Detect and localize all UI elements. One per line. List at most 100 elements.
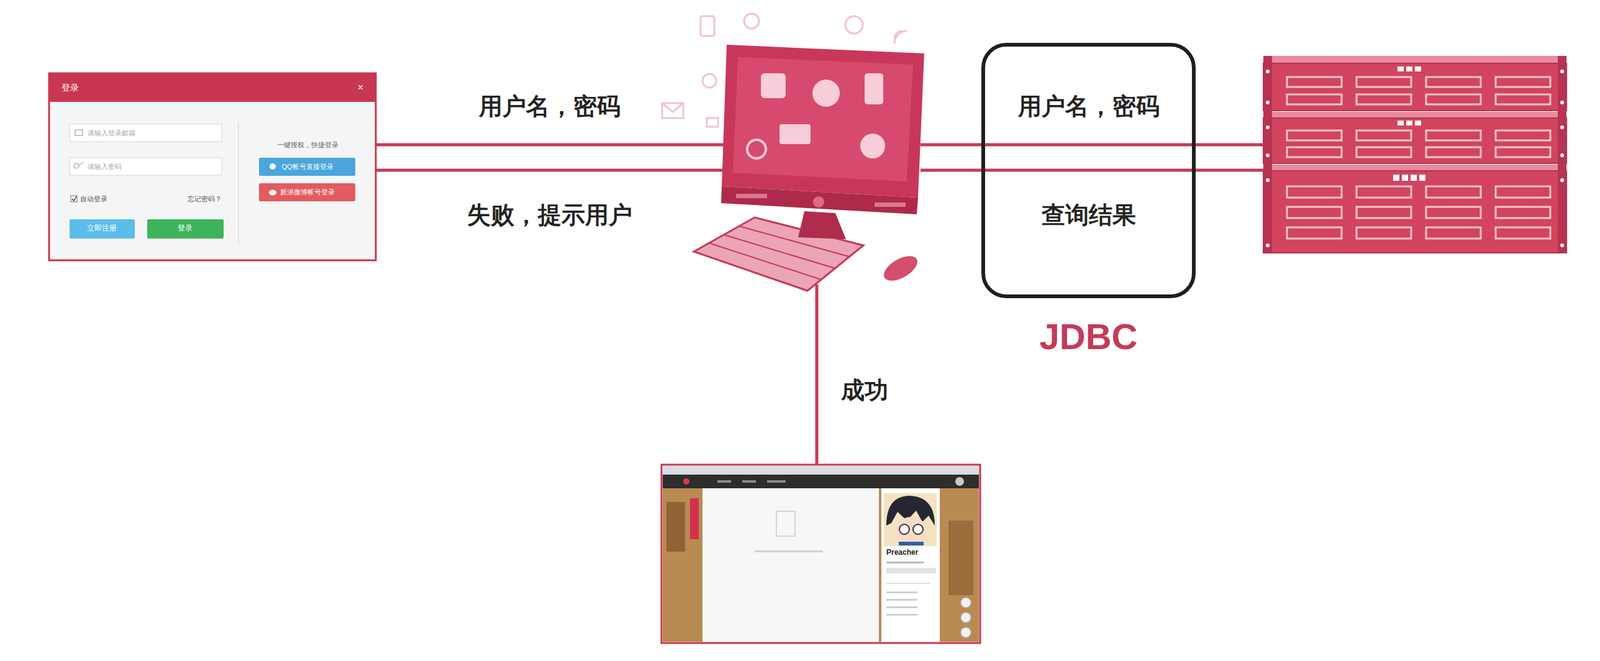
profile-line [886,613,918,616]
vent [874,202,906,207]
dialog-frame [49,73,376,261]
empty-doc-icon [776,511,796,537]
input-field [69,157,222,176]
screw [1265,100,1270,105]
connector-line [815,284,819,465]
profile-line [886,591,918,594]
box-text: 用户名，密码 [1018,93,1160,121]
server-unit [1263,170,1567,253]
server-unit [1263,118,1567,164]
connector-line [375,143,724,147]
screw [1265,243,1270,248]
avatar-glasses [899,524,910,535]
button-text: 立即注册 [86,224,117,233]
edge-label: 成功 [838,377,891,405]
mail-icon [75,129,83,136]
phone-icon [700,16,715,37]
envelope-flap [662,103,684,112]
search-icon [845,16,863,34]
profile-column [881,488,940,642]
connector-line [920,168,1264,173]
input-placeholder: 请输入密码 [87,162,122,171]
qq-icon [269,163,276,170]
checkbox-label: 自动登录 [80,195,108,204]
circle-icon [744,13,760,29]
weibo-icon [268,190,277,196]
power-button [813,196,825,208]
jdbc-box: 用户名，密码查询结果JDBC [981,42,1196,299]
screw [1560,243,1564,248]
video-icon [779,124,811,145]
login-dialog: 登录×请输入登录邮箱请输入密码自动登录忘记密码？一键授权，快捷登录QQ帐号直接登… [49,73,376,261]
screw [1560,153,1564,158]
nav-item [717,480,732,483]
connector-line [375,168,724,173]
avatar-face [895,516,927,545]
side-button [960,627,971,638]
login-button [147,219,224,239]
signal-icon [894,31,907,44]
monitor [721,44,925,198]
button-text: 登录 [177,224,193,233]
avatar-glasses [913,524,923,535]
check-mark [72,196,77,201]
status-leds [1397,66,1422,72]
input-field [69,124,222,142]
screw [1560,178,1564,182]
connector-line [920,143,1264,147]
key-row [708,242,822,280]
side-menu [690,498,699,540]
avatar-bg [883,493,937,546]
success-page-art [661,464,981,643]
drive-bays [1286,77,1551,105]
weibo-button [259,183,356,202]
browser-bar [662,465,979,475]
app-icon [760,73,786,99]
screw [1560,100,1564,105]
status-leds [1397,120,1422,126]
drive-bays [1286,186,1551,239]
envelope-icon [662,103,684,119]
server-bevel [1263,55,1567,64]
key-row [724,234,836,269]
key-icon [73,162,84,169]
phone-icon [864,73,884,105]
close-button: × [357,81,364,94]
database-server [1263,55,1567,253]
side-button [960,597,971,608]
empty-message [754,550,823,553]
content-area [702,488,879,642]
chat-icon [706,118,719,127]
status-leds [1393,174,1426,181]
success-page: Preacher [661,464,981,643]
computer-illustration [693,44,925,291]
profile-line [886,598,918,601]
server-bevel [1263,111,1567,119]
server-bevel [1263,164,1567,171]
edge-label: 用户名，密码 [476,93,623,121]
server-rail [1263,55,1273,253]
vent [736,193,768,199]
input-placeholder: 请输入登录邮箱 [87,129,136,138]
edge-label: 失败，提示用户 [464,201,635,230]
profile-line [886,606,918,609]
server-illustration [1263,55,1567,253]
qq-button [259,157,356,176]
box-text: 查询结果 [1041,201,1137,230]
nav-bar [662,474,979,489]
user-name: Preacher [886,548,919,558]
avatar-collar [898,541,924,546]
page-frame [661,464,981,643]
screen-icons [760,73,886,159]
drive-bays [1286,130,1551,158]
screw [1265,153,1270,158]
hint-text: 一键授权，快捷登录 [277,140,339,150]
screw [1265,125,1270,130]
divider [237,122,240,245]
rail-screws [1265,69,1564,248]
side-button [960,612,971,623]
magnifier-icon [747,139,766,159]
app-icon [860,133,886,159]
server-unit [1263,63,1567,111]
